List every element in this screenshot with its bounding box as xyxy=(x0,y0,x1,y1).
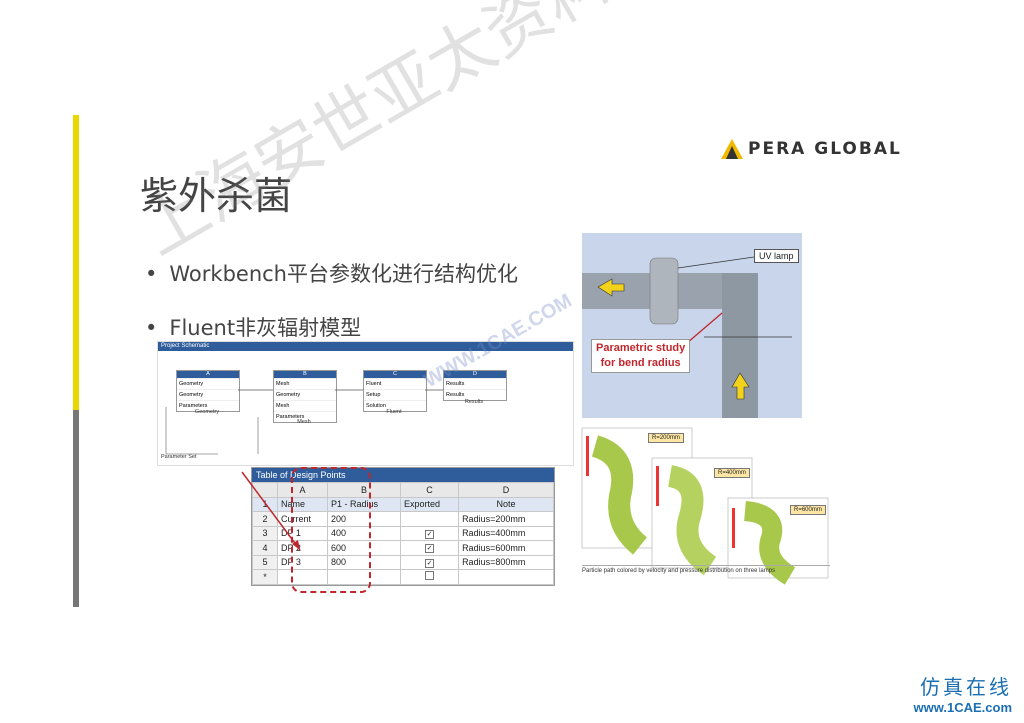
cell-exported[interactable]: ✓ xyxy=(399,540,460,556)
results-caption: Particle path colored by velocity and pr… xyxy=(582,565,830,574)
system-row[interactable]: Geometry xyxy=(177,378,239,389)
uv-lamp-callout: UV lamp xyxy=(754,249,799,263)
header-exported[interactable]: Exported xyxy=(399,496,460,512)
logo-triangle-icon xyxy=(721,139,743,159)
exported-checkbox[interactable]: ✓ xyxy=(425,544,434,554)
accent-bar-yellow xyxy=(73,115,79,410)
system-col-letter: C xyxy=(364,371,426,378)
cell-exported[interactable] xyxy=(399,569,460,585)
results-figure xyxy=(580,426,830,588)
system-row[interactable]: Parameters xyxy=(274,411,336,422)
pera-global-logo: PERA GLOBAL xyxy=(720,138,902,160)
row-number: 1 xyxy=(252,496,278,512)
schematic-title: Project Schematic xyxy=(158,342,573,351)
system-row[interactable]: Geometry xyxy=(177,389,239,400)
system-row[interactable]: Fluent xyxy=(364,378,426,389)
system-fluent[interactable]: C Fluent Setup Solution xyxy=(363,370,427,412)
col-letter: D xyxy=(458,482,554,498)
col-letter: A xyxy=(277,482,328,498)
footer-cn: 仿真在线 xyxy=(920,675,1012,699)
param-label-line2: for bend radius xyxy=(600,357,681,369)
table-row[interactable]: * xyxy=(252,569,554,585)
system-row[interactable]: Results xyxy=(444,389,506,400)
system-name: Results xyxy=(464,399,484,405)
pipe-bend-figure xyxy=(582,233,802,418)
red-arrow xyxy=(241,471,301,551)
schematic-connectors xyxy=(165,389,443,455)
table-row[interactable]: 5 DP 3 800 ✓ Radius=800mm xyxy=(252,554,554,570)
cell-exported[interactable]: ✓ xyxy=(399,554,460,570)
system-row[interactable]: Mesh xyxy=(274,400,336,411)
header-row: 1 Name P1 - Radius Exported Note xyxy=(252,496,554,512)
accent-bar-gray xyxy=(73,410,79,607)
system-row[interactable]: Results xyxy=(444,378,506,389)
bullet-dot: • xyxy=(145,262,158,286)
bullet-text: Workbench平台参数化进行结构优化 xyxy=(169,262,518,286)
project-schematic: Project Schematic A Geometry Geometry Pa… xyxy=(157,341,574,466)
footer-url[interactable]: www.1CAE.com xyxy=(913,700,1012,715)
cell-note[interactable]: Radius=800mm xyxy=(458,554,554,570)
row-number: 4 xyxy=(252,540,278,556)
system-name: Fluent xyxy=(386,409,402,415)
result-label-200: R=200mm xyxy=(648,433,684,443)
header-radius[interactable]: P1 - Radius xyxy=(326,496,401,512)
cell-exported[interactable]: ✓ xyxy=(399,525,460,541)
system-row[interactable]: Parameters xyxy=(177,400,239,411)
system-results[interactable]: D Results Results xyxy=(443,370,507,401)
table-row[interactable]: 2 Current 200 Radius=200mm xyxy=(252,511,554,527)
pipe-drawing xyxy=(582,256,792,418)
design-points-table: Table of Design Points A B C D 1 Name P1… xyxy=(251,467,555,586)
exported-checkbox[interactable]: ✓ xyxy=(425,558,434,568)
system-row[interactable]: Geometry xyxy=(274,389,336,400)
bullet-dot: • xyxy=(145,316,158,340)
slide-title: 紫外杀菌 xyxy=(140,174,293,218)
param-label-line1: Parametric study xyxy=(596,342,686,354)
system-geometry[interactable]: A Geometry Geometry Parameters xyxy=(176,370,240,412)
header-note[interactable]: Note xyxy=(458,496,554,512)
system-row[interactable]: Mesh xyxy=(274,378,336,389)
system-col-letter: D xyxy=(444,371,506,378)
result-label-400: R=400mm xyxy=(714,468,750,478)
footer-brand: 仿真在线 www.1CAE.com xyxy=(914,671,1012,715)
system-mesh[interactable]: B Mesh Geometry Mesh Parameters xyxy=(273,370,337,423)
col-letter: C xyxy=(399,482,460,498)
system-row[interactable]: Solution xyxy=(364,400,426,411)
system-name: Mesh xyxy=(297,419,311,425)
cell-note[interactable]: Radius=200mm xyxy=(458,511,554,527)
highlight-radius-column xyxy=(291,467,371,593)
bullet-1: • Workbench平台参数化进行结构优化 xyxy=(145,258,518,288)
row-number: * xyxy=(252,569,278,585)
header-name[interactable]: Name xyxy=(277,496,328,512)
system-name: Geometry xyxy=(194,409,220,415)
exported-checkbox[interactable] xyxy=(425,571,434,581)
result-label-600: R=600mm xyxy=(790,505,826,515)
system-col-letter: A xyxy=(177,371,239,378)
system-row[interactable]: Setup xyxy=(364,389,426,400)
parametric-study-label: Parametric study for bend radius xyxy=(591,339,691,373)
cell-note[interactable] xyxy=(458,569,554,585)
cell-name[interactable] xyxy=(277,569,328,585)
bullet-2: • Fluent非灰辐射模型 xyxy=(145,312,361,342)
cell-note[interactable]: Radius=600mm xyxy=(458,540,554,556)
cell-note[interactable]: Radius=400mm xyxy=(458,525,554,541)
bullet-text: Fluent非灰辐射模型 xyxy=(169,316,362,340)
logo-text: PERA GLOBAL xyxy=(748,139,902,159)
exported-checkbox[interactable]: ✓ xyxy=(425,529,434,539)
cell-exported xyxy=(399,511,460,527)
system-col-letter: B xyxy=(274,371,336,378)
parameter-set-label[interactable]: Parameter Set xyxy=(161,454,197,460)
